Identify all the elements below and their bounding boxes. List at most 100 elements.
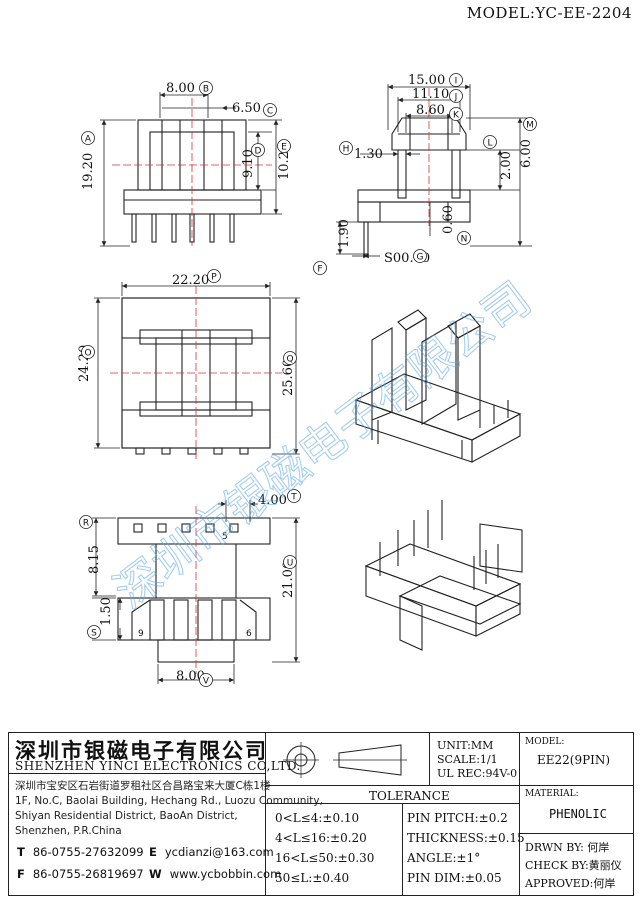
dimension-tag-letter: J [454,93,458,103]
side-dimension-lines [336,84,532,259]
dimension-tag-circle [87,625,101,639]
dimension-tag-circle [413,249,427,263]
dimension-value: 19.20 [81,153,96,190]
approved-by: APPROVED:何岸 [525,877,616,890]
dimension-value: 1.90 [337,219,352,248]
dimension-value: 25.60 [281,359,296,396]
drawn-by: DRWN BY: 何岸 [525,841,610,854]
tolerance-row-2: PIN DIM:±0.05 [407,871,502,885]
tolerance-row: 50≤L:±0.40 [275,871,350,885]
tolerance-header: TOLERANCE [369,789,450,803]
front-centerlines [112,98,272,246]
dimension-tag-circle [449,107,463,121]
bottom-dimension-lines [92,500,300,684]
isometric-view-top [354,309,522,463]
fax-key: F [17,867,25,881]
dimension-value: 4.00 [258,493,287,508]
dimension-tag-letter: Q [286,355,293,365]
dimension-tag-circle [81,131,95,145]
company-name-en: SHENZHEN YINCI ELECTRONICS CO,LTD. [15,759,301,773]
front-dimension-lines [100,92,282,247]
dimension-value: 8.00 [176,669,205,684]
dimension-value: 2.00 [499,151,514,180]
dimension-tag-circle [283,555,297,569]
tolerance-row-2: ANGLE:±1° [407,851,481,865]
scale-text: SCALE:1/1 [437,753,498,766]
dimension-tag-letter: K [453,111,460,121]
company-name-cn: 深圳市银磁电子有限公司 [15,739,268,763]
dimension-tag-letter: T [290,493,297,503]
tolerance-row: 16<L≤50:±0.30 [275,851,375,865]
tolerance-row: 4<L≤16:±0.20 [275,831,367,845]
company-watermark: 深圳市银磁电子有限公司 [104,271,541,619]
dimension-tag-letter: N [461,235,468,245]
tolerance-row: 0<L≤4:±0.10 [275,811,360,825]
web-key: W [149,867,162,881]
dimension-tag-letter: V [203,677,210,687]
material-header: MATERIAL: [525,789,579,799]
tel-value: 86-0755-27632099 [32,845,144,859]
dimension-tag-circle [449,73,463,87]
tolerance-row-2: PIN PITCH:±0.2 [407,811,508,825]
email-value: ycdianzi@163.com [164,845,274,859]
dimension-tag-circle [457,231,471,245]
side-pin [363,221,369,255]
dimension-value: 0.60 [441,205,456,234]
dimension-tag-circle [79,515,93,529]
dimension-tag-letter: U [287,559,294,569]
isometric-view-bottom [364,500,523,651]
dimension-tag-circle [207,269,221,283]
ul-text: UL REC:94V-0 [437,767,518,780]
front-view [123,119,262,243]
dimension-tag-circle [523,117,537,131]
dimension-tag-letter: L [487,139,492,149]
dimension-tag-letter: R [83,519,89,529]
dimension-value: 1.30 [354,147,383,162]
pin-number-top: 5 [222,532,228,542]
dimension-value: 15.00 [408,73,445,88]
dimension-value: 1.50 [99,597,114,626]
unit-text: UNIT:MM [437,739,494,752]
dimension-value: 8.60 [416,103,445,118]
dimension-value: 9.10 [241,149,256,178]
top-view-pins [135,447,249,455]
title-block: 深圳市银磁电子有限公司 SHENZHEN YINCI ELECTRONICS C… [8,732,634,896]
side-view [357,117,471,255]
dimension-tag-circle [199,673,213,687]
top-dimension-lines [94,282,300,455]
tel-line: T 86-0755-27632099 [17,845,144,859]
dimension-value: 8.00 [166,81,195,96]
tolerance-row-2: THICKNESS:±0.15 [407,831,525,845]
dimension-tag-letter: C [267,107,273,117]
dimension-tag-circle [313,261,327,275]
pin-number-bottom-right: 6 [246,629,252,639]
dimension-tag-circle [251,143,265,157]
dimension-tag-circle [449,89,463,103]
projection-symbol-icon [283,742,407,778]
dimension-tag-letter: M [526,121,534,131]
dimension-value: 21.00 [281,561,296,598]
dimension-tag-circle [277,139,291,153]
dimension-tag-circle [287,489,301,503]
dimension-tag-letter: P [211,273,217,283]
address-line: Shiyan Residential District, BaoAn Distr… [15,810,238,822]
dimension-tag-circle [81,345,95,359]
dimension-value: 11.10 [412,87,449,102]
address-line: Shenzhen, P.R.China [15,825,122,837]
dimension-tag-letter: I [455,77,458,87]
dimension-tag-circle [483,135,497,149]
dimension-tag-letter: E [281,143,287,153]
dimension-tag-letter: H [343,145,350,155]
dimension-tag-circle [199,81,213,95]
address-line: 1F, No.C, Baolai Building, Hechang Rd., … [15,795,323,807]
model-label: MODEL:YC-EE-2204 [466,4,632,22]
dimension-tag-circle [263,103,277,117]
dimension-tag-letter: O [84,349,91,359]
dimension-tag-letter: S [91,629,97,639]
tel-key: T [17,845,25,859]
checked-by: CHECK BY:黄丽仪 [525,859,622,872]
model-header: MODEL: [525,737,565,747]
